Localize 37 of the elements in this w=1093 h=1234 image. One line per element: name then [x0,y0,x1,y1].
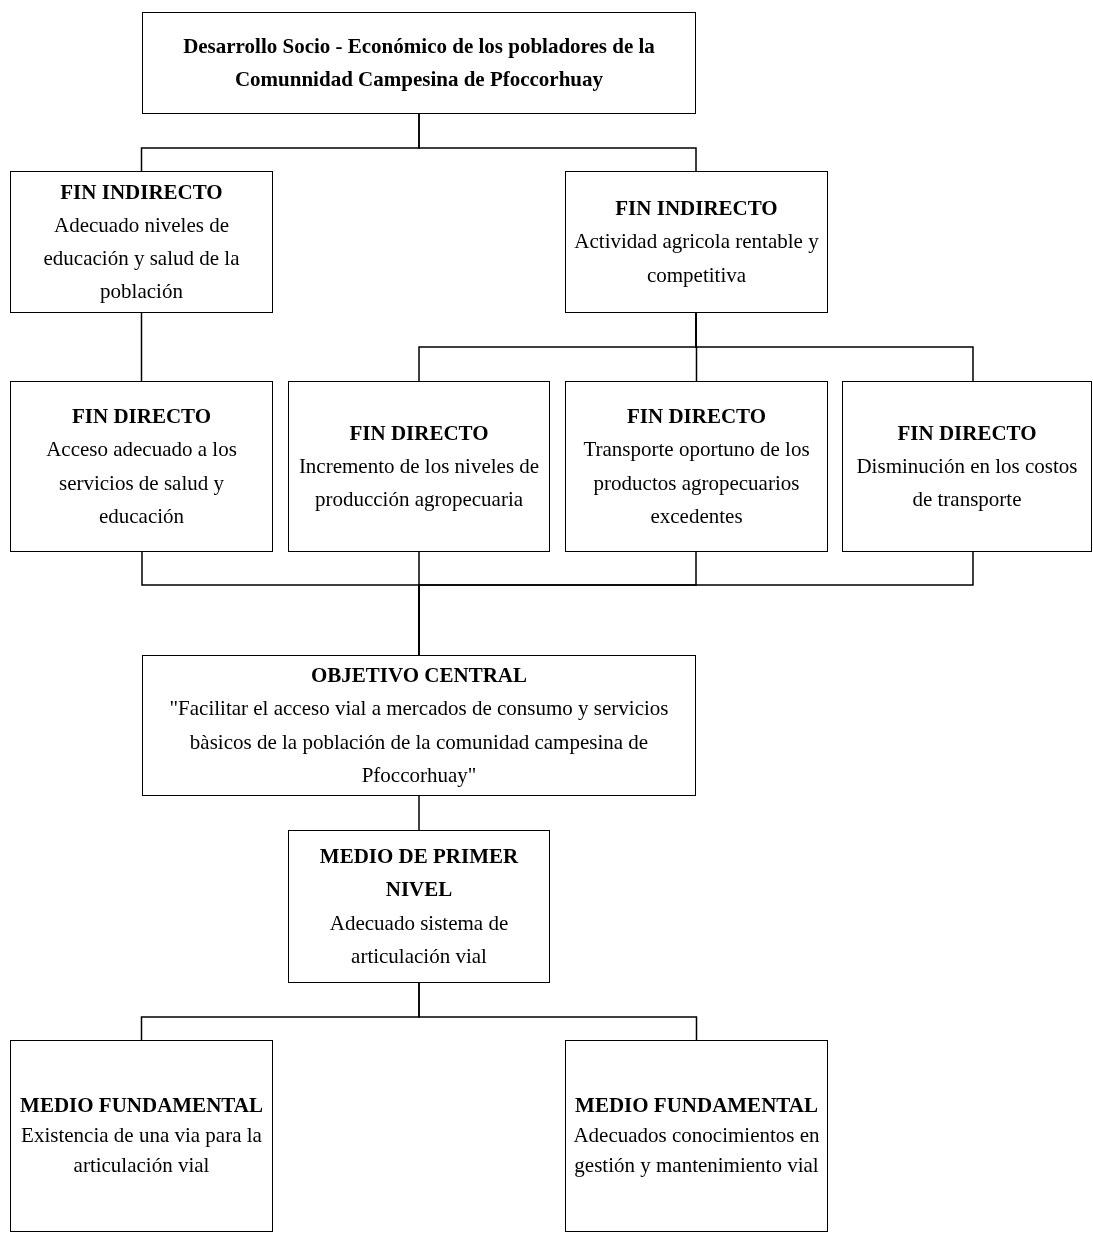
goal-box [10,1040,273,1232]
box-text: Adecuado niveles de educación y salud de la población [42,211,241,306]
box-heading: OBJETIVO CENTRAL [310,662,527,690]
box-heading: MEDIO DE PRIMER NIVEL [318,843,520,904]
connector-line [418,113,697,172]
box-heading: FIN INDIRECTO [60,178,223,206]
box-heading: FIN DIRECTO [897,419,1037,447]
goal-box [10,171,273,313]
box-text: Incremento de los niveles de producción agropecuaria [297,452,541,514]
connector-line [140,312,143,382]
connector-line [695,312,974,382]
box-text: Disminución en los costos de transporte [855,452,1079,514]
box-heading: FIN DIRECTO [349,419,489,447]
box-heading: MEDIO FUNDAMENTAL [20,1092,263,1120]
connector-line [418,795,420,831]
box-text: Existencia de una via para la articulación vial [20,1122,263,1179]
goal-box [842,381,1092,552]
connector-line [418,982,698,1041]
box-heading: FIN DIRECTO [626,403,767,431]
box-heading: FIN DIRECTO [71,403,212,431]
goal-box [10,381,273,552]
goal-box [565,1040,828,1232]
box-heading: MEDIO FUNDAMENTAL [575,1092,818,1120]
goal-box [565,381,828,552]
box-text: Actividad agricola rentable y competitiva [573,228,820,289]
goal-box [142,655,696,796]
box-text: Transporte oportuno de los productos agropecuarios excedentes [582,436,811,530]
goal-box [565,171,828,313]
box-text: Desarrollo Socio - Económico de los pobladores de la Comunnidad Campesina de Pfoccorhuay [182,32,656,93]
box-heading: FIN INDIRECTO [615,195,778,223]
goal-box [288,830,550,983]
box-text: Acceso adecuado a los servicios de salud y educación [45,436,238,530]
box-text: Adecuados conocimientos en gestión y mantenimiento vial [572,1122,821,1179]
goal-box [288,381,550,552]
box-text: "Facilitar el acceso vial a mercados de consumo y servicios bàsicos de la población de la comunidad campesina de Pfoccorhuay" [168,695,670,789]
goal-box [142,12,696,114]
box-text: Adecuado sistema de articulación vial [328,909,510,970]
